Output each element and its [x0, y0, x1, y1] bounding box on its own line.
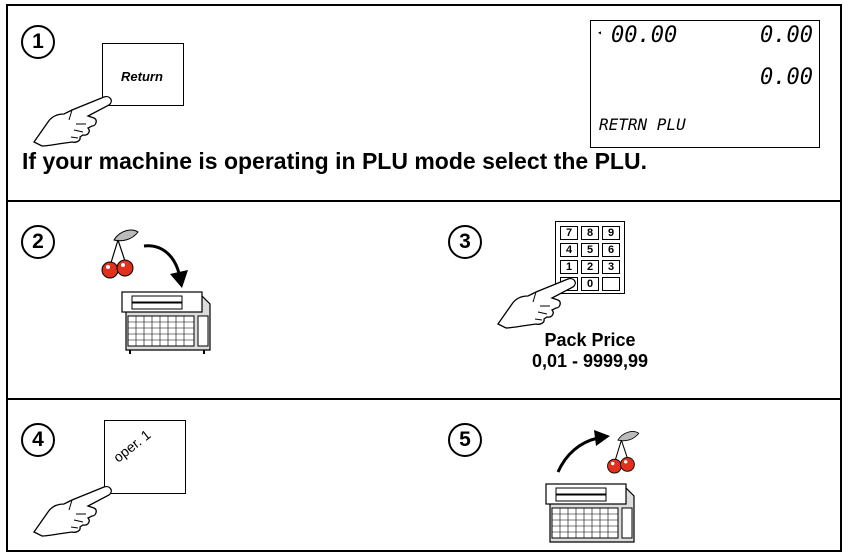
display-row2-right: 0.00	[760, 65, 813, 90]
key-3[interactable]: 3	[602, 260, 620, 274]
key-4[interactable]: 4	[560, 243, 578, 257]
return-key-label: Return	[121, 69, 163, 84]
pack-price-caption: Pack Price 0,01 - 9999,99	[490, 330, 690, 372]
page-frame	[6, 4, 842, 552]
step-number-4: 4	[21, 423, 55, 457]
display-row1-right: 0.00	[760, 23, 813, 48]
curved-arrow-icon	[556, 430, 610, 473]
step-number-3: 3	[448, 225, 482, 259]
key-9[interactable]: 9	[602, 226, 620, 240]
key-7[interactable]: 7	[560, 226, 578, 240]
oper-1-key-label: oper. 1	[110, 426, 154, 466]
display-row3-left: RETRN PLU	[599, 115, 686, 134]
step-number-2: 2	[21, 225, 55, 259]
oper-1-key[interactable]: oper. 1	[104, 420, 186, 494]
cherry-icon	[101, 229, 139, 279]
pointing-hand-icon	[33, 95, 112, 147]
weighing-scale-icon	[121, 291, 211, 354]
key-5[interactable]: 5	[581, 243, 599, 257]
pack-price-range: 0,01 - 9999,99	[531, 351, 649, 371]
scale-display: ◂ 00.00 0.00 0.00 RETRN PLU	[590, 20, 820, 148]
cherry-icon	[607, 431, 640, 474]
key-blank-right[interactable]	[602, 277, 620, 291]
divider-1	[6, 200, 842, 202]
weighing-scale-icon	[545, 483, 635, 543]
return-key[interactable]: Return	[102, 43, 184, 106]
curved-arrow-icon	[143, 244, 188, 288]
pack-price-label: Pack Price	[544, 330, 636, 350]
pointing-hand-icon	[497, 277, 576, 329]
step-number-1: 1	[21, 25, 55, 59]
step-number-5: 5	[448, 423, 482, 457]
key-1[interactable]: 1	[560, 260, 578, 274]
divider-2	[6, 398, 842, 400]
pointing-hand-icon	[33, 485, 112, 537]
key-0[interactable]: 0	[581, 277, 599, 291]
cursor-arrow-icon: ◂	[597, 28, 602, 37]
keypad-grid: 7 8 9 4 5 6 1 2 3 0	[560, 226, 620, 291]
key-8[interactable]: 8	[581, 226, 599, 240]
key-2[interactable]: 2	[581, 260, 599, 274]
display-row1-left: 00.00	[611, 23, 678, 48]
key-6[interactable]: 6	[602, 243, 620, 257]
instruction-text: If your machine is operating in PLU mode…	[22, 148, 647, 174]
